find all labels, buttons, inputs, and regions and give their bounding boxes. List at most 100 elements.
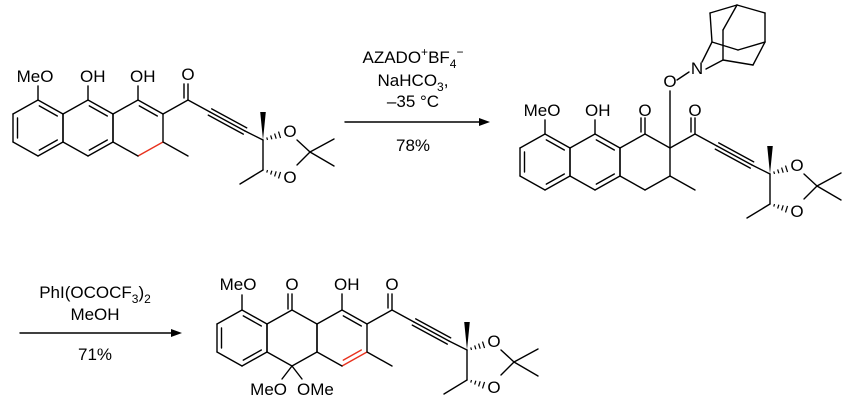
- reagent-text: AZADO: [362, 48, 421, 67]
- ketone-oxygen-label: O: [285, 275, 298, 294]
- bond: [448, 340, 468, 351]
- superscript: −: [456, 45, 463, 59]
- bond: [513, 361, 539, 377]
- hashed-bond: [478, 381, 481, 387]
- methoxy-label: OMe: [297, 380, 334, 399]
- bond: [291, 351, 318, 367]
- superscript: +: [421, 45, 428, 59]
- dioxolane-oxygen-label: O: [283, 122, 296, 141]
- bond: [112, 141, 139, 157]
- bond: [595, 173, 616, 185]
- bond: [709, 12, 713, 43]
- methoxy-label: MeO: [524, 101, 561, 120]
- bond: [705, 59, 724, 70]
- carbonyl-oxygen-label: O: [181, 65, 194, 84]
- bond: [207, 114, 244, 135]
- bond: [569, 175, 596, 191]
- bond: [595, 139, 616, 151]
- bond: [138, 105, 159, 117]
- dioxolane-oxygen-label: O: [487, 378, 500, 397]
- bond: [569, 133, 596, 149]
- hashed-bond: [773, 203, 776, 207]
- bond: [644, 133, 671, 149]
- bond: [296, 139, 311, 153]
- bond: [644, 175, 671, 191]
- intermediate-product: MeO OH O O O N O O: [524, 59, 804, 221]
- bond: [309, 151, 335, 167]
- bond: [241, 309, 268, 325]
- reagent-text: NaHCO: [378, 71, 438, 90]
- bond: [291, 365, 303, 380]
- bond: [187, 99, 211, 113]
- reagent-text: ,: [444, 71, 449, 90]
- reagent-base: NaHCO3,: [378, 71, 449, 94]
- hashed-bond: [784, 165, 789, 173]
- bond: [676, 71, 690, 81]
- bond: [244, 130, 264, 141]
- carbonyl-oxygen-label: O: [385, 275, 398, 294]
- subscript: 4: [450, 57, 457, 71]
- hydroxyl-label: OH: [80, 67, 106, 86]
- reagent-azado: AZADO+BF4−: [362, 45, 463, 71]
- bond: [619, 133, 646, 149]
- bond: [266, 351, 293, 367]
- subscript: 2: [144, 292, 151, 306]
- yield-label: 78%: [396, 136, 430, 155]
- bond: [239, 169, 264, 185]
- bond: [316, 351, 343, 367]
- bond: [88, 105, 109, 117]
- hydroxyl-label: OH: [130, 67, 156, 86]
- bond: [37, 141, 64, 157]
- bond: [12, 99, 39, 115]
- bond: [342, 315, 363, 327]
- bond: [309, 138, 335, 153]
- hashed-bond: [773, 171, 776, 175]
- bond: [752, 41, 766, 66]
- hashed-bond: [781, 205, 784, 211]
- bond: [366, 309, 393, 325]
- hydroxyl-label: OH: [334, 275, 360, 294]
- bond: [87, 99, 114, 115]
- hashed-bond: [474, 380, 477, 385]
- bond: [716, 145, 753, 166]
- reagent-text: BF: [428, 48, 450, 67]
- bond: [209, 111, 246, 132]
- dioxolane-oxygen-label: O: [790, 156, 803, 175]
- methoxy-label: MeO: [250, 380, 287, 399]
- bond: [816, 185, 842, 201]
- hashed-bond: [270, 170, 273, 175]
- bond: [722, 4, 738, 31]
- bond: [544, 175, 571, 191]
- reaction-1-conditions: AZADO+BF4− NaHCO3, –35 °C 78%: [362, 45, 463, 155]
- bond: [500, 349, 515, 363]
- subscript: 3: [437, 80, 444, 94]
- bond: [669, 133, 696, 149]
- bond: [714, 148, 751, 169]
- temperature-condition: –35 °C: [387, 92, 439, 111]
- bond: [391, 309, 415, 323]
- ketone-oxygen-label: O: [638, 101, 651, 120]
- bond: [316, 309, 343, 325]
- aminoxy-oxygen-label: O: [663, 72, 676, 91]
- bond: [500, 361, 515, 376]
- bond: [709, 4, 738, 14]
- bond: [137, 99, 164, 115]
- bond: [242, 315, 263, 327]
- bond: [519, 175, 546, 191]
- solvent-label: MeOH: [70, 305, 119, 324]
- bond: [519, 133, 546, 149]
- hydroxyl-label: OH: [585, 101, 611, 120]
- bond: [162, 99, 189, 115]
- bond: [545, 139, 566, 151]
- nitrogen-label: N: [691, 59, 703, 78]
- methoxy-label: MeO: [17, 67, 54, 86]
- hashed-bond: [478, 343, 481, 349]
- bond: [751, 164, 771, 175]
- yield-label: 71%: [78, 345, 112, 364]
- hashed-bond: [277, 131, 282, 139]
- bond: [711, 41, 739, 51]
- bond: [737, 41, 766, 51]
- hashed-bond: [481, 341, 486, 349]
- hashed-bond: [470, 379, 473, 383]
- bond: [88, 139, 109, 151]
